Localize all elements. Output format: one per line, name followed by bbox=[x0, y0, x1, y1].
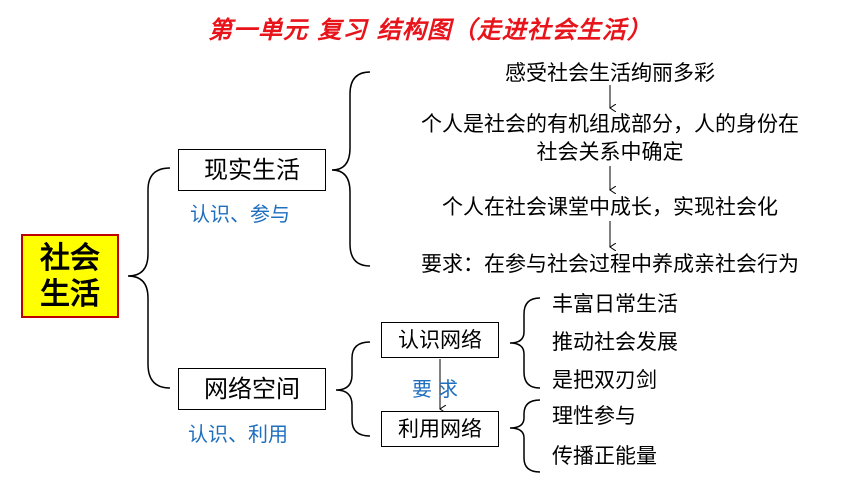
know-network-item-3: 是把双刃剑 bbox=[552, 368, 657, 392]
network-subtitle: 认识、利用 bbox=[188, 422, 288, 446]
root-label-line1: 社会 bbox=[40, 241, 100, 276]
use-network-item-2: 传播正能量 bbox=[552, 444, 657, 468]
know-brace bbox=[509, 297, 541, 389]
use-network-node: 利用网络 bbox=[381, 411, 499, 447]
diagram-title: 第一单元 复习 结构图（走进社会生活） bbox=[208, 16, 652, 44]
root-label-line2: 生活 bbox=[40, 277, 100, 312]
root-node: 社会 生活 bbox=[21, 234, 119, 318]
root-brace bbox=[127, 167, 171, 389]
network-node: 网络空间 bbox=[178, 368, 326, 410]
know-network-node: 认识网络 bbox=[381, 322, 499, 358]
use-network-item-1: 理性参与 bbox=[552, 404, 636, 428]
real-life-step-4: 要求：在参与社会过程中养成亲社会行为 bbox=[421, 252, 799, 276]
network-brace bbox=[335, 341, 371, 437]
know-network-item-2: 推动社会发展 bbox=[552, 330, 678, 354]
real-life-step-1: 感受社会生活绚丽多彩 bbox=[505, 61, 715, 85]
real-life-brace bbox=[331, 71, 371, 267]
real-life-subtitle: 认识、参与 bbox=[190, 202, 290, 226]
real-life-step-2-line1: 个人是社会的有机组成部分，人的身份在 bbox=[421, 112, 799, 136]
real-life-node: 现实生活 bbox=[178, 149, 326, 191]
real-life-step-3: 个人在社会课堂中成长，实现社会化 bbox=[442, 195, 778, 219]
use-brace bbox=[509, 399, 541, 473]
know-network-item-1: 丰富日常生活 bbox=[552, 292, 678, 316]
requirement-label: 要求 bbox=[412, 377, 464, 401]
real-life-step-2-line2: 社会关系中确定 bbox=[536, 140, 684, 164]
